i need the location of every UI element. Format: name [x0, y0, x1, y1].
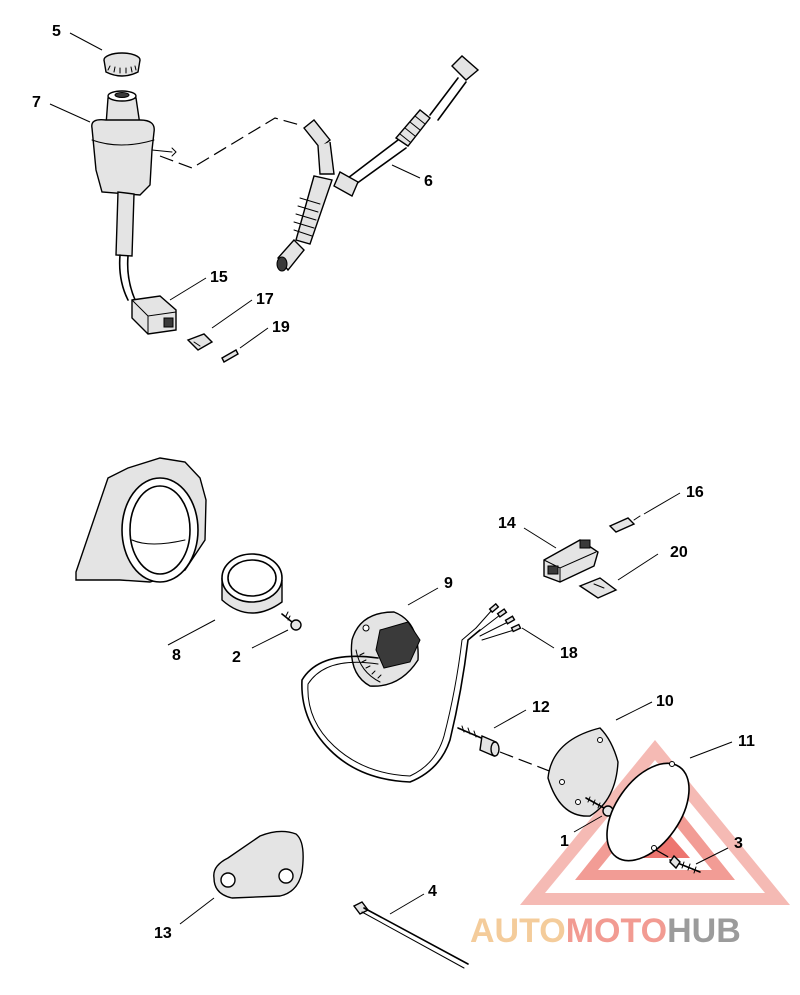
callout-9: 9 — [444, 575, 453, 592]
part-15-connector — [131, 295, 177, 335]
dash-12-10 — [499, 751, 553, 773]
part-14-connector — [543, 539, 599, 583]
part-13-gasket — [213, 830, 304, 899]
part-3-bolt — [669, 854, 701, 874]
callout-11: 11 — [738, 733, 755, 750]
callout-8: 8 — [172, 647, 181, 664]
part-11-cover — [606, 761, 690, 862]
callout-7: 7 — [32, 94, 41, 111]
callout-2: 2 — [232, 649, 241, 666]
callout-6: 6 — [424, 173, 433, 190]
part-16-pin — [608, 515, 641, 533]
part-6-lead — [276, 55, 480, 272]
flywheel-housing — [75, 457, 207, 583]
part-4-cable-tie — [352, 901, 469, 969]
callout-14: 14 — [498, 515, 516, 532]
dash-11-3 — [655, 849, 671, 859]
watermark-text: AUTOMOTOHUB — [470, 912, 741, 950]
watermark-moto: MOTO — [566, 912, 667, 950]
dashed-connection-7-6 — [159, 117, 301, 169]
callout-18: 18 — [560, 645, 578, 662]
callout-19: 19 — [272, 319, 290, 336]
callout-1: 1 — [560, 833, 569, 850]
callout-3: 3 — [734, 835, 743, 852]
callout-16: 16 — [686, 484, 704, 501]
callout-17: 17 — [256, 291, 274, 308]
part-18-terminals — [475, 602, 522, 641]
part-2-screw — [281, 611, 302, 631]
callout-20: 20 — [670, 544, 688, 561]
callout-4: 4 — [428, 883, 437, 900]
part-12-spacer — [457, 725, 500, 758]
part-9-stator — [301, 611, 481, 783]
part-19-pin — [221, 349, 239, 363]
part-5-cap — [103, 52, 141, 77]
callout-15: 15 — [210, 269, 228, 286]
part-8-ring — [221, 553, 283, 614]
part-17-clip — [186, 333, 214, 351]
callout-labels: 5 7 6 15 17 19 8 2 9 14 16 20 18 12 10 1… — [32, 23, 755, 942]
leader-lines — [49, 32, 733, 925]
callout-10: 10 — [656, 693, 674, 710]
part-10-plate — [547, 727, 619, 817]
callout-13: 13 — [154, 925, 172, 942]
part-20-clip — [578, 577, 618, 599]
watermark-hub: HUB — [667, 912, 741, 950]
callout-5: 5 — [52, 23, 61, 40]
watermark-auto: AUTO — [470, 912, 566, 950]
callout-12: 12 — [532, 699, 550, 716]
part-7-coil — [91, 90, 177, 303]
